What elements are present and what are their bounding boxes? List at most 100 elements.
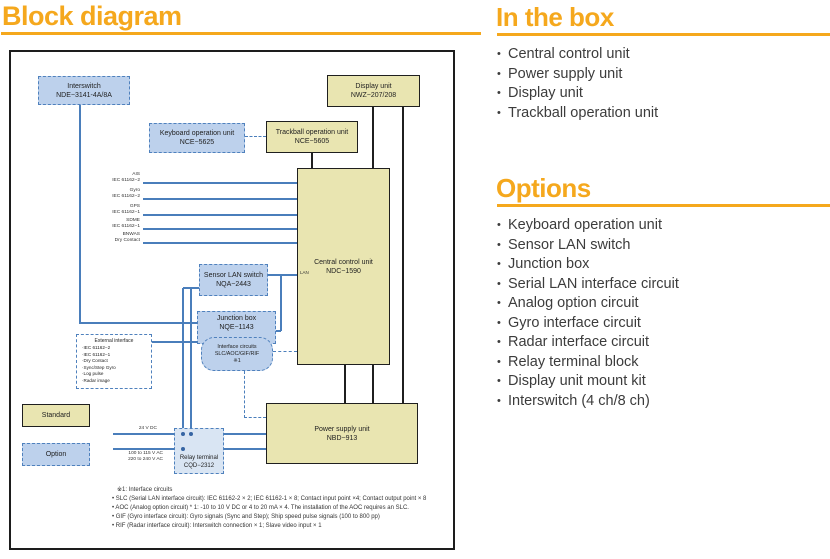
external-interface-item: ·IEC 61162−1 (82, 351, 111, 357)
node-model: NDE−3141-4A/8A (56, 91, 112, 99)
footnote-line: ※1: Interface circuits (117, 487, 173, 493)
connector-junction-lan-up (280, 274, 282, 331)
node-model: NQE−1143 (219, 324, 254, 331)
list-item-label: Sensor LAN switch (508, 236, 631, 253)
bullet-icon: • (497, 336, 501, 348)
connector-ccu-psu-1 (344, 365, 346, 403)
list-item: •Serial LAN interface circuit (497, 275, 827, 295)
external-interface-title: External interface (94, 338, 134, 344)
legend-option: Option (22, 443, 90, 466)
signal-label-sdme: SDME IEC 61162−1 (80, 218, 140, 230)
node-label: Junction box (216, 315, 257, 322)
list-item-label: Display unit (508, 85, 583, 101)
bullet-icon: • (497, 67, 501, 80)
external-interface-list: ·IEC 61162−2 ·IEC 61162−1 ·Dry Contact ·… (77, 345, 151, 385)
connector-display-psu (402, 107, 404, 403)
bullet-icon: • (497, 106, 501, 119)
junction-dot (189, 432, 193, 436)
signal-spec: IEC 61162−1 (112, 210, 140, 215)
connector-junction-lan-stub (276, 330, 281, 332)
connector-signal-gps (143, 214, 297, 216)
node-label: Interface circuits (217, 343, 257, 350)
connector-interswitch-down (79, 105, 81, 323)
bullet-icon: • (497, 394, 501, 407)
power-ac2: 220 to 240 V AC (128, 457, 163, 463)
node-display-unit: Display unit NWZ−207/208 (327, 75, 420, 107)
list-item: • Gyro interface circuit (497, 314, 827, 334)
power-ac1: 100 to 115 V AC (128, 451, 163, 456)
node-trackball-unit: Trackball operation unit NCE−5605 (266, 121, 358, 153)
node-model: SLC/AOC/GIF/RIF (214, 350, 260, 357)
in-the-box-list: •Central control unit •Power supply unit… (497, 45, 827, 123)
list-item: •Relay terminal block (497, 353, 827, 373)
legend-option-label: Option (45, 451, 67, 458)
connector-interswitch-junction (79, 322, 197, 324)
node-model: NCE−5625 (179, 139, 215, 146)
list-item-label: Relay terminal block (508, 353, 639, 370)
list-item-label: Serial LAN interface circuit (508, 275, 679, 292)
list-item: • Junction box (497, 255, 827, 275)
connector-sensorlan-relay (182, 288, 184, 435)
external-interface-item: ·Sync/Step Gyro (82, 364, 116, 370)
signal-label-ais: AIS IEC 61162−2 (80, 172, 140, 184)
footnote-line: • GIF (Gyro interface circuit): Gyro sig… (112, 514, 380, 520)
connector-keyboard-trackball (245, 136, 266, 137)
connector-sensorlan-stub (183, 287, 199, 289)
node-model: NDC−1590 (326, 267, 361, 275)
external-interface-item: ·Log pulse (82, 371, 104, 377)
connector-iface-ccu (273, 351, 297, 352)
list-item-label: Display unit mount kit (508, 373, 646, 389)
bullet-icon: • (497, 219, 501, 231)
signal-label-bnwas: BNWAS Dry Contact (80, 232, 140, 244)
node-sensor-lan-switch: Sensor LAN switch NQA−2443 (199, 264, 268, 296)
node-interswitch: Interswitch NDE−3141-4A/8A (38, 76, 130, 105)
list-item-label: Power supply unit (508, 65, 623, 82)
connector-signal-sdme (143, 228, 297, 230)
external-interface-item: ·Dry Contact (82, 358, 108, 364)
list-item: •Trackball operation unit (497, 104, 827, 124)
options-list: •Keyboard operation unit •Sensor LAN swi… (497, 216, 827, 411)
list-item-label: Gyro interface circuit (508, 314, 641, 331)
external-interface-box: External interface ·IEC 61162−2 ·IEC 611… (76, 334, 152, 389)
bullet-icon: • (497, 258, 501, 270)
node-model: NQA−2443 (216, 281, 251, 288)
node-label: Power supply unit (314, 425, 370, 433)
list-item: •Central control unit (497, 45, 827, 65)
connector-sensorlan-ccu (268, 274, 297, 276)
node-footnote-ref: ※1 (233, 357, 241, 364)
signal-name: SDME (126, 218, 140, 223)
node-label: Keyboard operation unit (159, 130, 235, 137)
signal-spec: IEC 61162−2 (112, 178, 140, 183)
node-label: Sensor LAN switch (203, 272, 264, 279)
list-item-label: Radar interface circuit (508, 334, 650, 350)
bullet-icon: • (497, 316, 501, 329)
signal-spec: IEC 61162−1 (112, 224, 140, 229)
bullet-icon: • (497, 375, 501, 387)
node-model: NCE−5605 (294, 138, 330, 145)
node-model: CQD−2312 (183, 463, 215, 469)
ccu-lan-port-label: LAN (300, 270, 309, 275)
list-item-label: Junction box (508, 256, 590, 272)
connector-trackball-ccu (311, 153, 313, 168)
node-label: Central control unit (314, 258, 373, 266)
node-label: Display unit (355, 83, 392, 90)
signal-spec: Dry Contact (114, 238, 140, 243)
signal-name: GPS (129, 204, 140, 209)
list-item: • Power supply unit (497, 65, 827, 85)
in-the-box-rule (497, 33, 830, 36)
list-item-label: Central control unit (508, 46, 630, 62)
options-title: Options (496, 173, 591, 203)
junction-dot (181, 447, 185, 451)
in-the-box-title: In the box (496, 2, 614, 32)
node-model: NWZ−207/208 (350, 92, 397, 99)
node-label: Interswitch (67, 82, 101, 90)
node-central-control-unit: Central control unit NDC−1590 (297, 168, 390, 365)
node-label: Trackball operation unit (275, 129, 349, 136)
signal-name: Gyro (129, 188, 140, 193)
title-rule (1, 32, 481, 35)
bullet-icon: • (497, 87, 501, 99)
connector-signal-bnwas (143, 242, 297, 244)
bullet-icon: • (497, 297, 501, 309)
connector-display-ccu (372, 107, 374, 168)
